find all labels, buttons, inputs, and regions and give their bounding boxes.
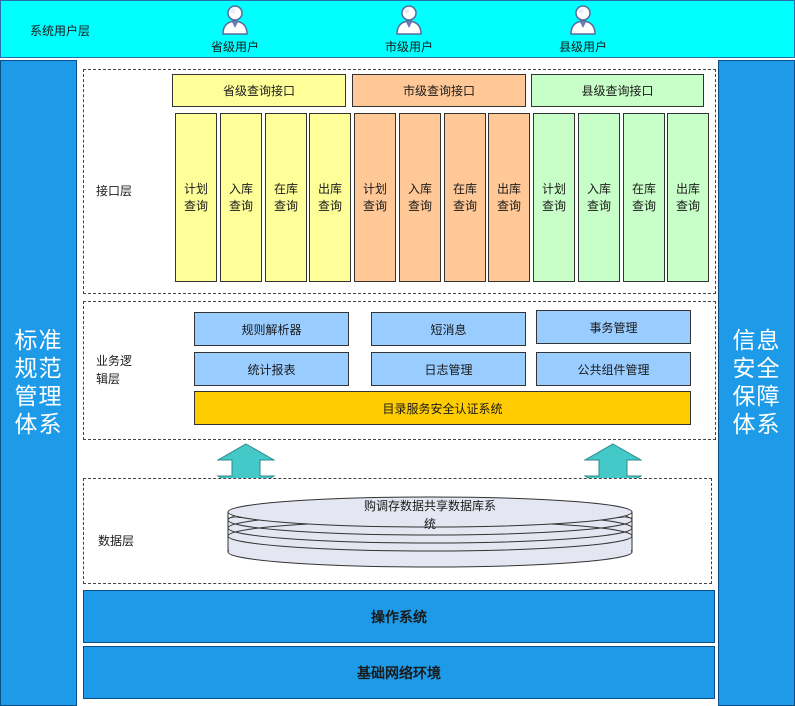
standards-pillar-text: 标准规范管理体系 <box>14 328 63 438</box>
county-interface-header: 县级查询接口 <box>531 74 704 107</box>
user-label-county: 县级用户 <box>558 40 607 54</box>
province-outbound-query: 出库查询 <box>309 113 351 282</box>
network-bar: 基础网络环境 <box>83 646 715 699</box>
user-label-city: 市级用户 <box>384 40 433 54</box>
province-stock-query: 在库查询 <box>265 113 307 282</box>
sms-box: 短消息 <box>371 312 526 346</box>
security-pillar: 信息安全保障体系 <box>718 60 795 706</box>
county-outbound-query: 出库查询 <box>667 113 709 282</box>
county-inbound-query: 入库查询 <box>578 113 620 282</box>
province-interface-header: 省级查询接口 <box>172 74 346 107</box>
province-plan-query: 计划查询 <box>175 113 217 282</box>
user-icon <box>396 5 422 35</box>
city-outbound-query: 出库查询 <box>488 113 530 282</box>
user-layer-label: 系统用户层 <box>30 24 91 38</box>
security-pillar-text: 信息安全保障体系 <box>732 328 781 438</box>
city-inbound-query: 入库查询 <box>399 113 441 282</box>
report-box: 统计报表 <box>194 352 349 386</box>
directory-auth-box: 目录服务安全认证系统 <box>194 391 691 425</box>
county-stock-query: 在库查询 <box>623 113 665 282</box>
database-cylinder-icon <box>227 496 633 568</box>
common-component-box: 公共组件管理 <box>536 352 691 386</box>
rule-parser-box: 规则解析器 <box>194 312 349 346</box>
log-box: 日志管理 <box>371 352 526 386</box>
database-label: 购调存数据共享数据库系统 <box>363 499 496 531</box>
city-interface-header: 市级查询接口 <box>352 74 526 107</box>
city-plan-query: 计划查询 <box>354 113 396 282</box>
standards-pillar: 标准规范管理体系 <box>0 60 77 706</box>
os-bar: 操作系统 <box>83 590 715 643</box>
county-plan-query: 计划查询 <box>533 113 575 282</box>
user-label-province: 省级用户 <box>210 40 259 54</box>
interface-layer-label: 接口层 <box>96 184 133 198</box>
transaction-box: 事务管理 <box>536 310 691 344</box>
user-icon <box>222 5 248 35</box>
data-layer-label: 数据层 <box>98 534 135 548</box>
province-inbound-query: 入库查询 <box>220 113 262 282</box>
logic-layer-label: 业务逻辑层 <box>96 354 133 386</box>
user-icon <box>570 5 596 35</box>
city-stock-query: 在库查询 <box>444 113 486 282</box>
